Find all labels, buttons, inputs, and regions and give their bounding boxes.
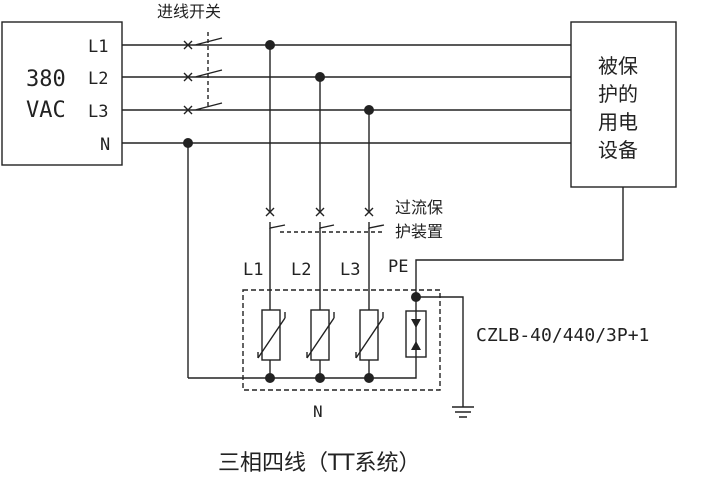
source-type: VAC <box>26 98 66 123</box>
junction-dot <box>265 40 275 50</box>
spd-enclosure <box>242 289 441 391</box>
diagram-caption: 三相四线（TT系统） <box>218 451 421 476</box>
switch-label: 进线开关 <box>157 2 221 21</box>
load-label-line: 被保 <box>598 54 638 78</box>
source-voltage: 380 <box>26 67 66 92</box>
ground-symbol <box>452 406 474 418</box>
pe-conductor <box>415 187 624 297</box>
power-source-box <box>1 21 123 166</box>
terminal-label: L3 <box>88 102 108 122</box>
load-label-line: 护的 <box>598 82 638 106</box>
pe-label: PE <box>388 257 408 277</box>
junction-dot <box>411 292 421 302</box>
arrow-down-icon <box>411 319 421 328</box>
terminal-label: L2 <box>88 69 108 89</box>
protector-label-line: 过流保 <box>395 198 443 217</box>
spd-phase-label: L3 <box>340 260 360 280</box>
junction-dot <box>315 373 325 383</box>
junction-dot <box>364 373 374 383</box>
varistor-l1 <box>257 309 286 361</box>
protector-label-line: 护装置 <box>395 222 443 241</box>
spd-phase-label: L2 <box>291 260 311 280</box>
switch-x-marks <box>183 40 193 115</box>
load-label-line: 设备 <box>598 138 638 162</box>
arrow-up-icon <box>411 341 421 350</box>
junction-dot <box>315 72 325 82</box>
varistor-l2 <box>306 309 335 361</box>
model-number: CZLB-40/440/3P+1 <box>476 325 649 346</box>
load-label-line: 用电 <box>598 110 638 134</box>
spd-n-label: N <box>313 402 323 421</box>
junction-dot <box>265 373 275 383</box>
switch-blade-l3 <box>194 102 225 111</box>
spd-phase-label: L1 <box>243 260 263 280</box>
terminal-label: L1 <box>88 37 108 57</box>
terminal-label: N <box>100 135 110 155</box>
junction-dot <box>183 138 193 148</box>
ground-wire <box>416 296 464 407</box>
switch-blade-l2 <box>194 69 225 78</box>
bottom-bus <box>188 357 417 379</box>
junction-dot <box>364 105 374 115</box>
protector-blades <box>269 222 385 229</box>
switch-blade-l1 <box>194 37 225 46</box>
varistor-l3 <box>355 309 384 361</box>
protector-x-marks <box>265 207 374 217</box>
